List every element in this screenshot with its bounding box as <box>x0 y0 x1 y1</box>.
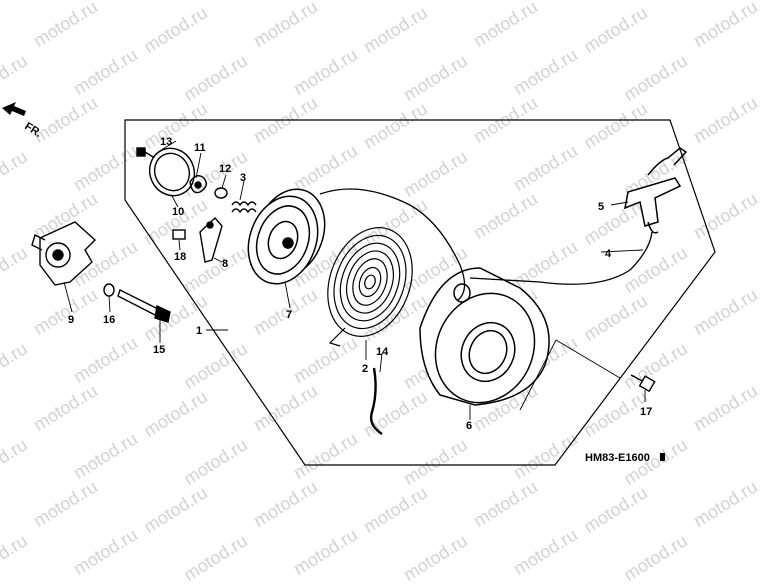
callout-6: 6 <box>466 420 472 432</box>
callout-15: 15 <box>153 344 165 356</box>
front-direction-arrow-icon <box>2 102 26 116</box>
recoil-spring-part <box>327 227 413 347</box>
callout-11: 11 <box>194 142 206 154</box>
callout-3: 3 <box>240 172 246 184</box>
housing-bolt-part <box>630 374 656 393</box>
callout-8: 8 <box>222 258 228 270</box>
cover-plate-part <box>148 147 196 197</box>
code-marker-icon <box>660 453 665 461</box>
starter-grip-part <box>624 147 688 234</box>
callout-13: 13 <box>160 136 172 148</box>
ratchet-part <box>31 221 97 286</box>
callout-17: 17 <box>640 406 652 418</box>
ratchet-pawl-part <box>199 216 223 263</box>
callout-16: 16 <box>103 314 115 326</box>
callout-14: 14 <box>376 346 389 358</box>
pin-part <box>172 229 186 240</box>
starter-rope-part <box>319 188 653 301</box>
direction-label: FR. <box>22 120 43 140</box>
bolt-part <box>117 289 171 323</box>
starter-housing-part <box>419 267 550 406</box>
spring-part <box>231 201 257 214</box>
callout-7: 7 <box>286 309 292 321</box>
diagram-code: HM83-E1600 <box>585 452 650 464</box>
callout-12: 12 <box>219 163 231 175</box>
callout-labels: 1 2 3 4 5 6 7 8 9 10 11 12 13 14 15 16 1… <box>68 136 652 432</box>
collar-part <box>214 187 228 199</box>
lock-spring-part <box>369 367 383 436</box>
callout-2: 2 <box>362 363 368 375</box>
reel-part <box>247 188 326 285</box>
callout-5: 5 <box>598 201 604 213</box>
assembly-outline <box>124 119 716 466</box>
callout-4: 4 <box>605 248 612 260</box>
callout-9: 9 <box>68 314 74 326</box>
callout-18: 18 <box>174 251 186 263</box>
callout-1: 1 <box>196 325 202 337</box>
washer-part <box>103 283 115 297</box>
callout-10: 10 <box>172 206 184 218</box>
leader-lines <box>63 140 646 420</box>
